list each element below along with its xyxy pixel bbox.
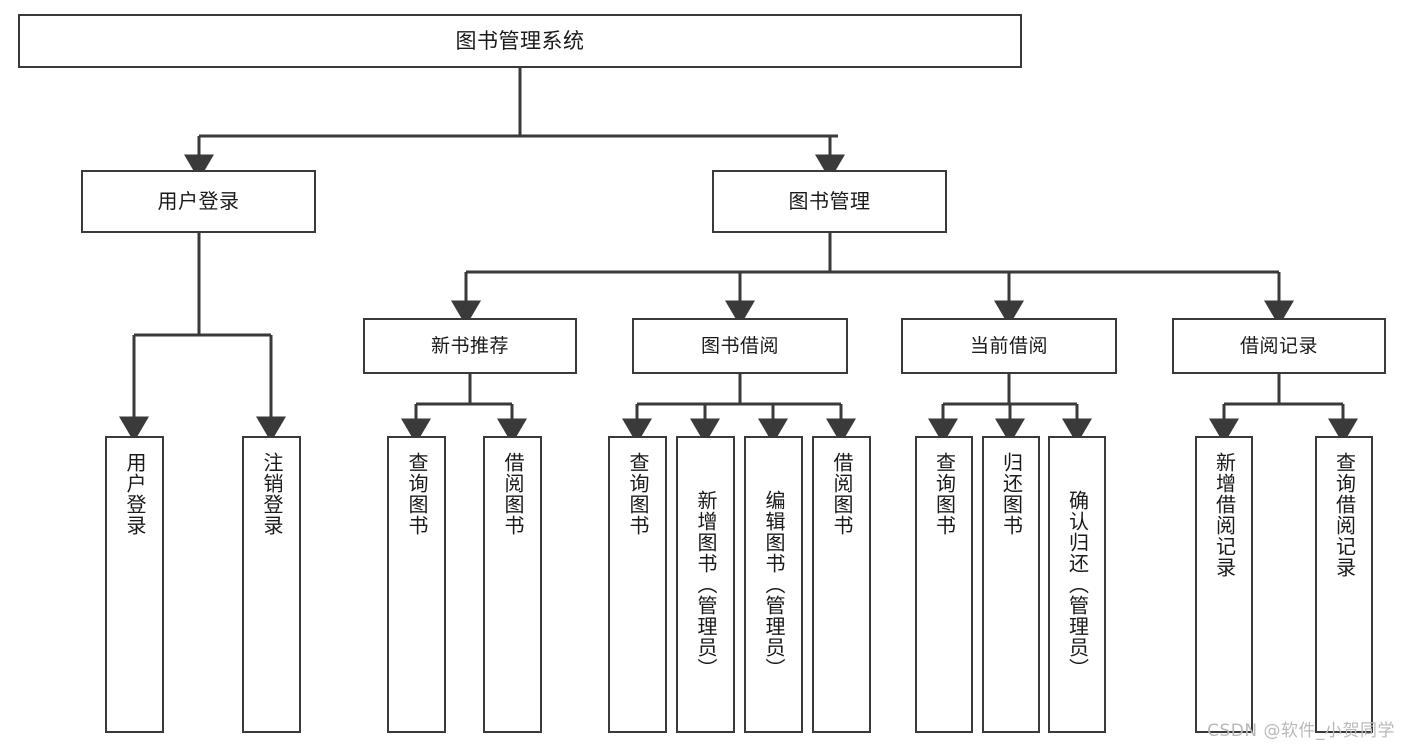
node-leaf-add-book-admin[interactable]: 新增图书（管理员）	[676, 436, 735, 733]
node-leaf-confirm-return-admin[interactable]: 确认归还（管理员）	[1048, 436, 1106, 733]
node-leaf-add-borrow-record-label: 新增借阅记录	[1212, 452, 1237, 578]
node-leaf-logout-label: 注销登录	[260, 452, 284, 536]
node-user-login-label: 用户登录	[157, 188, 240, 213]
node-book-borrow[interactable]: 图书借阅	[632, 318, 848, 374]
node-leaf-return-book[interactable]: 归还图书	[982, 436, 1040, 733]
node-leaf-borrow-book-recommend-label: 借阅图书	[501, 452, 525, 536]
node-root-label: 图书管理系统	[455, 28, 585, 53]
node-leaf-query-book-borrow[interactable]: 查询图书	[608, 436, 667, 733]
node-root-book-management-system[interactable]: 图书管理系统	[18, 14, 1022, 68]
node-leaf-edit-book-admin-label: 编辑图书（管理员）	[762, 490, 786, 679]
node-leaf-return-book-label: 归还图书	[999, 452, 1024, 536]
node-leaf-query-book-recommend-label: 查询图书	[405, 452, 429, 536]
node-leaf-confirm-return-admin-label: 确认归还（管理员）	[1065, 490, 1090, 679]
node-leaf-query-book-current[interactable]: 查询图书	[915, 436, 973, 733]
node-current-borrow[interactable]: 当前借阅	[901, 318, 1117, 374]
node-user-login[interactable]: 用户登录	[81, 170, 316, 233]
node-new-book-recommend-label: 新书推荐	[430, 334, 509, 357]
node-current-borrow-label: 当前借阅	[969, 334, 1048, 357]
node-leaf-add-borrow-record[interactable]: 新增借阅记录	[1195, 436, 1253, 733]
node-leaf-borrow-book-label: 借阅图书	[830, 452, 854, 536]
node-book-management-label: 图书管理	[788, 188, 871, 213]
node-leaf-query-borrow-record[interactable]: 查询借阅记录	[1315, 436, 1373, 733]
node-leaf-edit-book-admin[interactable]: 编辑图书（管理员）	[744, 436, 803, 733]
node-leaf-query-book-current-label: 查询图书	[932, 452, 957, 536]
node-leaf-query-borrow-record-label: 查询借阅记录	[1332, 452, 1357, 578]
node-borrow-record-label: 借阅记录	[1239, 334, 1318, 357]
node-leaf-user-login[interactable]: 用户登录	[105, 436, 164, 733]
node-leaf-add-book-admin-label: 新增图书（管理员）	[694, 490, 718, 679]
node-leaf-logout[interactable]: 注销登录	[242, 436, 301, 733]
node-borrow-record[interactable]: 借阅记录	[1172, 318, 1386, 374]
node-leaf-borrow-book-recommend[interactable]: 借阅图书	[483, 436, 542, 733]
node-leaf-borrow-book[interactable]: 借阅图书	[812, 436, 871, 733]
node-new-book-recommend[interactable]: 新书推荐	[363, 318, 577, 374]
node-leaf-query-book-recommend[interactable]: 查询图书	[387, 436, 446, 733]
node-book-borrow-label: 图书借阅	[700, 334, 779, 357]
node-leaf-query-book-borrow-label: 查询图书	[626, 452, 650, 536]
node-book-management[interactable]: 图书管理	[712, 170, 947, 233]
node-leaf-user-login-label: 用户登录	[123, 452, 147, 536]
